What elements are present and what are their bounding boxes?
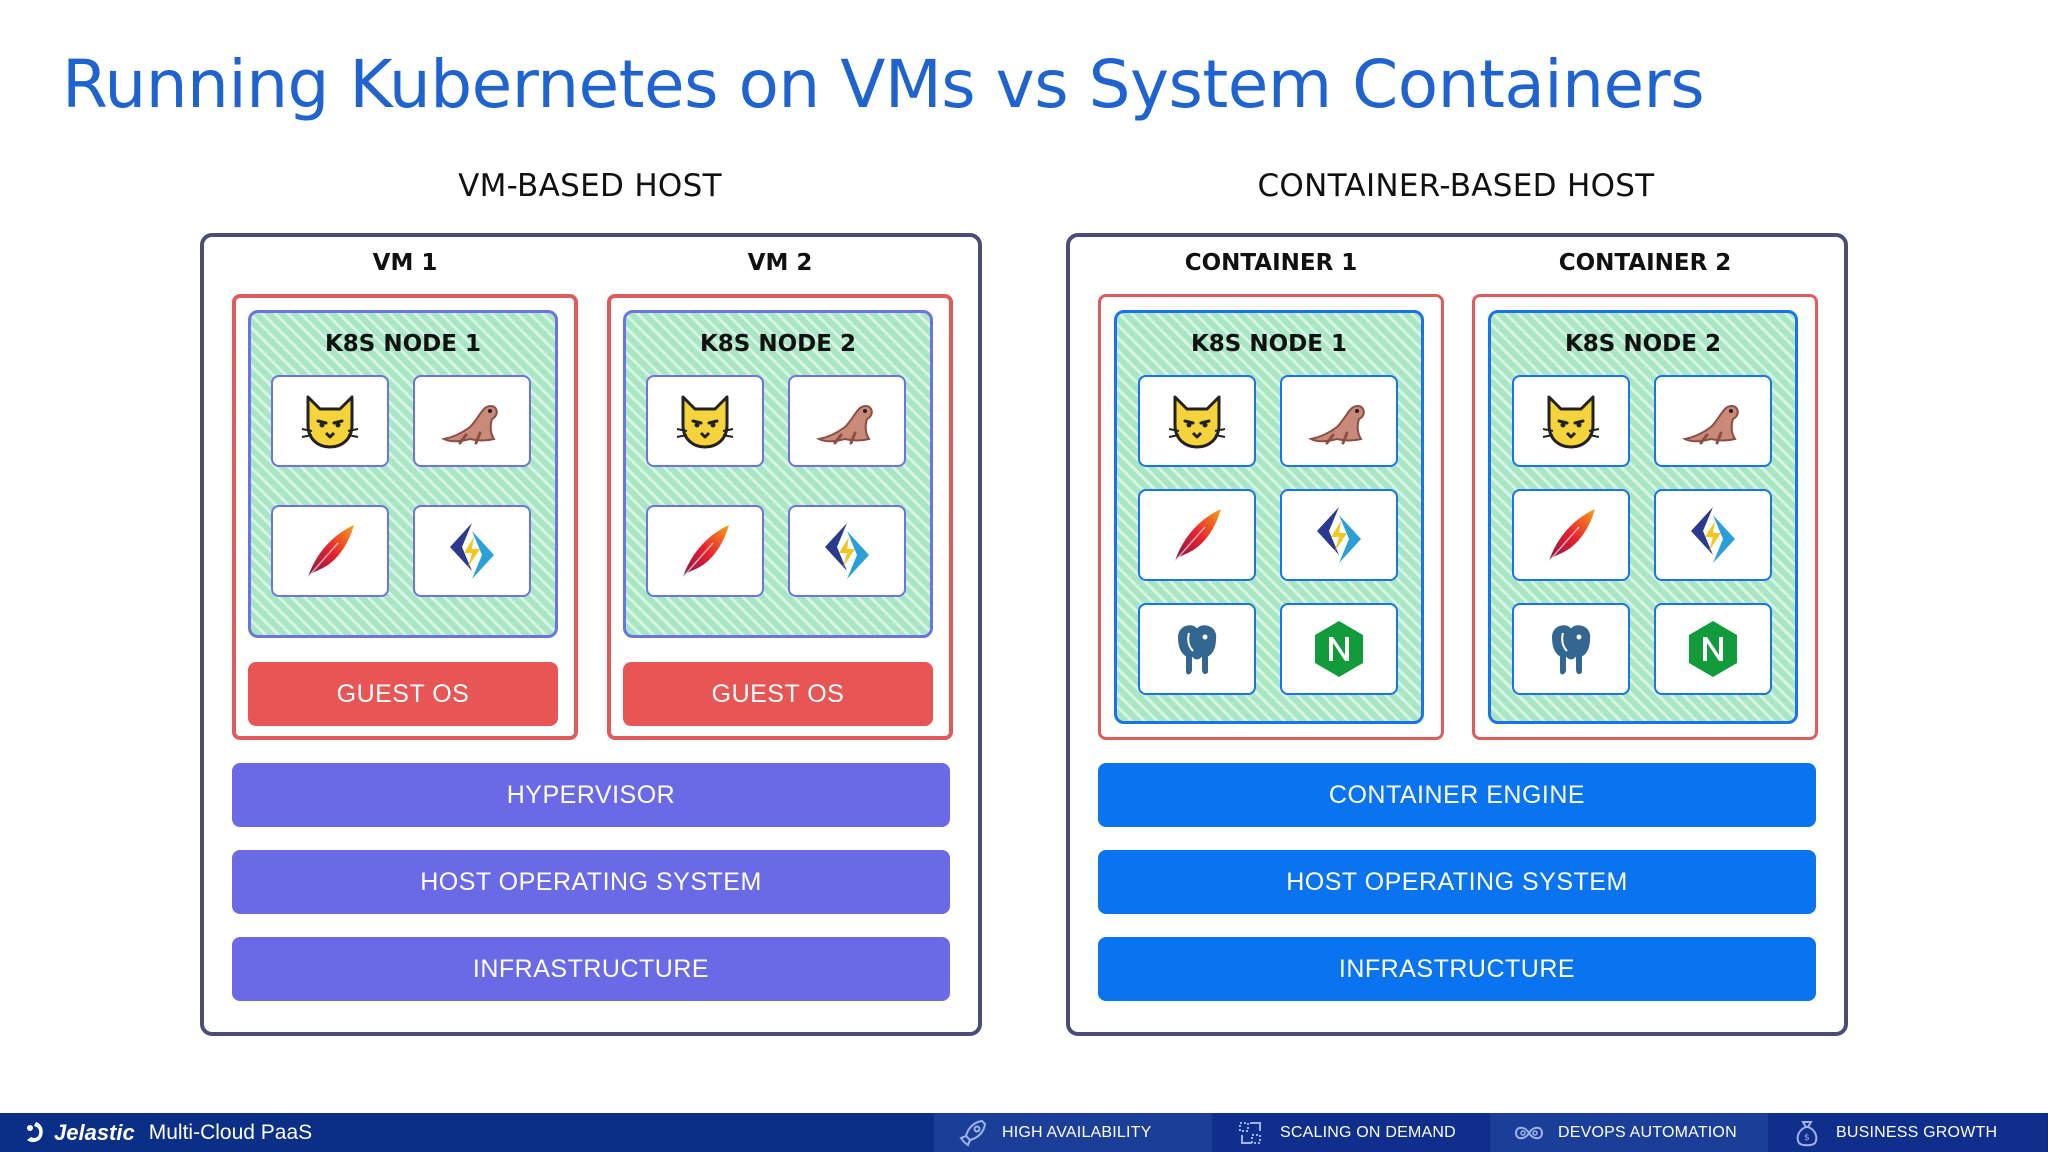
apache-feather-icon xyxy=(298,519,362,583)
footer-bar: Jelastic Multi-Cloud PaaS HIGH AVAILABIL… xyxy=(0,1113,2048,1152)
app-tile xyxy=(1512,489,1630,581)
feature-devops-automation[interactable]: DEVOPS AUTOMATION xyxy=(1490,1113,1768,1152)
page-title: Running Kubernetes on VMs vs System Cont… xyxy=(62,46,1705,123)
nginx-icon xyxy=(1307,617,1371,681)
vm-2-label: VM 2 xyxy=(747,250,813,276)
k8s-node-container-1: K8S NODE 1 xyxy=(1114,310,1424,724)
vm-1-box: K8S NODE 1 GUEST OS xyxy=(232,294,578,740)
hypervisor-layer: HYPERVISOR xyxy=(232,763,950,827)
infinity-loop-icon xyxy=(1514,1126,1544,1139)
brand-name: Jelastic xyxy=(54,1119,135,1145)
app-tile xyxy=(1280,375,1398,467)
vm-1-label: VM 1 xyxy=(372,250,438,276)
feature-high-availability[interactable]: HIGH AVAILABILITY xyxy=(934,1113,1212,1152)
mariadb-seal-icon xyxy=(1681,389,1745,453)
container-host-heading: CONTAINER-BASED HOST xyxy=(1257,168,1655,204)
app-tile xyxy=(1512,603,1630,695)
app-tile xyxy=(1138,603,1256,695)
app-tile xyxy=(1280,489,1398,581)
postgresql-elephant-icon xyxy=(1165,617,1229,681)
k8s-node-label: K8S NODE 1 xyxy=(324,331,481,357)
feature-scaling-on-demand[interactable]: SCALING ON DEMAND xyxy=(1212,1113,1490,1152)
vm-host-os-layer: HOST OPERATING SYSTEM xyxy=(232,850,950,914)
brand[interactable]: Jelastic Multi-Cloud PaaS xyxy=(22,1113,312,1152)
guest-os-vm-1: GUEST OS xyxy=(248,662,558,726)
mariadb-seal-icon xyxy=(440,389,504,453)
k8s-node-vm-2: K8S NODE 2 xyxy=(623,310,933,638)
vm-host-heading: VM-BASED HOST xyxy=(458,168,722,204)
app-tile xyxy=(1654,489,1772,581)
app-tile xyxy=(1654,603,1772,695)
vm-2-box: K8S NODE 2 GUEST OS xyxy=(607,294,953,740)
container-infrastructure-layer: INFRASTRUCTURE xyxy=(1098,937,1816,1001)
vm-infrastructure-layer: INFRASTRUCTURE xyxy=(232,937,950,1001)
litespeed-icon xyxy=(440,519,504,583)
k8s-node-label: K8S NODE 1 xyxy=(1190,331,1347,357)
app-tile xyxy=(271,375,389,467)
container-host-os-layer: HOST OPERATING SYSTEM xyxy=(1098,850,1816,914)
apache-feather-icon xyxy=(1539,503,1603,567)
k8s-node-vm-1: K8S NODE 1 xyxy=(248,310,558,638)
app-tile xyxy=(413,375,531,467)
app-tile xyxy=(788,505,906,597)
app-tile xyxy=(413,505,531,597)
feature-label: HIGH AVAILABILITY xyxy=(1002,1123,1152,1141)
app-tile xyxy=(271,505,389,597)
app-tile xyxy=(1654,375,1772,467)
postgresql-elephant-icon xyxy=(1539,617,1603,681)
litespeed-icon xyxy=(1681,503,1745,567)
jelastic-logo-icon xyxy=(27,1121,43,1142)
k8s-node-label: K8S NODE 2 xyxy=(1564,331,1721,357)
app-tile xyxy=(788,375,906,467)
container-1-label: CONTAINER 1 xyxy=(1184,250,1358,276)
rocket-icon xyxy=(959,1119,987,1147)
money-bag-icon: $ xyxy=(1796,1120,1818,1146)
tomcat-icon xyxy=(673,389,737,453)
container-2-label: CONTAINER 2 xyxy=(1558,250,1732,276)
feature-label: SCALING ON DEMAND xyxy=(1280,1123,1456,1141)
tomcat-icon xyxy=(298,389,362,453)
feature-business-growth[interactable]: $ BUSINESS GROWTH xyxy=(1768,1113,2046,1152)
guest-os-vm-2: GUEST OS xyxy=(623,662,933,726)
svg-text:$: $ xyxy=(1804,1133,1810,1143)
litespeed-icon xyxy=(815,519,879,583)
container-2-box: K8S NODE 2 xyxy=(1472,294,1818,740)
app-tile xyxy=(1280,603,1398,695)
feature-label: BUSINESS GROWTH xyxy=(1836,1123,1998,1141)
app-tile xyxy=(646,375,764,467)
feature-label: DEVOPS AUTOMATION xyxy=(1558,1123,1737,1141)
mariadb-seal-icon xyxy=(815,389,879,453)
app-tile xyxy=(646,505,764,597)
app-tile xyxy=(1512,375,1630,467)
tomcat-icon xyxy=(1165,389,1229,453)
brand-tagline: Multi-Cloud PaaS xyxy=(148,1120,313,1144)
scaling-arrows-icon xyxy=(1239,1121,1261,1144)
litespeed-icon xyxy=(1307,503,1371,567)
container-1-box: K8S NODE 1 xyxy=(1098,294,1444,740)
app-tile xyxy=(1138,375,1256,467)
nginx-icon xyxy=(1681,617,1745,681)
tomcat-icon xyxy=(1539,389,1603,453)
k8s-node-container-2: K8S NODE 2 xyxy=(1488,310,1798,724)
apache-feather-icon xyxy=(673,519,737,583)
k8s-node-label: K8S NODE 2 xyxy=(699,331,856,357)
app-tile xyxy=(1138,489,1256,581)
container-engine-layer: CONTAINER ENGINE xyxy=(1098,763,1816,827)
mariadb-seal-icon xyxy=(1307,389,1371,453)
apache-feather-icon xyxy=(1165,503,1229,567)
